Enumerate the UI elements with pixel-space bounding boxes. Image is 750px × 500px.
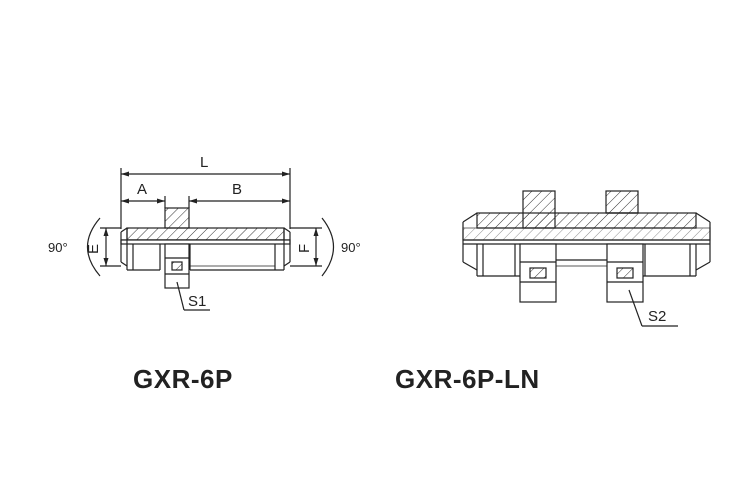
- callout-s2-label: S2: [648, 308, 666, 325]
- dim-label-b: B: [232, 181, 242, 198]
- left-fitting-drawing: L A B: [48, 154, 361, 311]
- right-fitting-drawing: S2: [462, 190, 711, 327]
- fitting-body-left: [120, 207, 291, 289]
- dimension-e-angle: E 90°: [48, 217, 121, 277]
- dim-label-l: L: [200, 154, 208, 171]
- angle-label-right: 90°: [341, 240, 361, 255]
- dimension-l: L: [120, 154, 291, 229]
- dim-label-e: E: [85, 244, 102, 254]
- model-title-gxr-6p-ln: GXR-6P-LN: [395, 364, 540, 394]
- dimension-b: B: [188, 181, 290, 208]
- callout-s1: S1: [176, 281, 210, 311]
- fitting-body-right: [462, 190, 711, 303]
- angle-label-left: 90°: [48, 240, 68, 255]
- dimension-f-angle: F 90°: [290, 217, 361, 277]
- dim-label-a: A: [137, 181, 147, 198]
- model-title-gxr-6p: GXR-6P: [133, 364, 233, 394]
- callout-s1-label: S1: [188, 293, 206, 310]
- dimension-a: A: [121, 181, 166, 208]
- callout-s2: S2: [628, 289, 678, 327]
- dim-label-f: F: [296, 244, 313, 253]
